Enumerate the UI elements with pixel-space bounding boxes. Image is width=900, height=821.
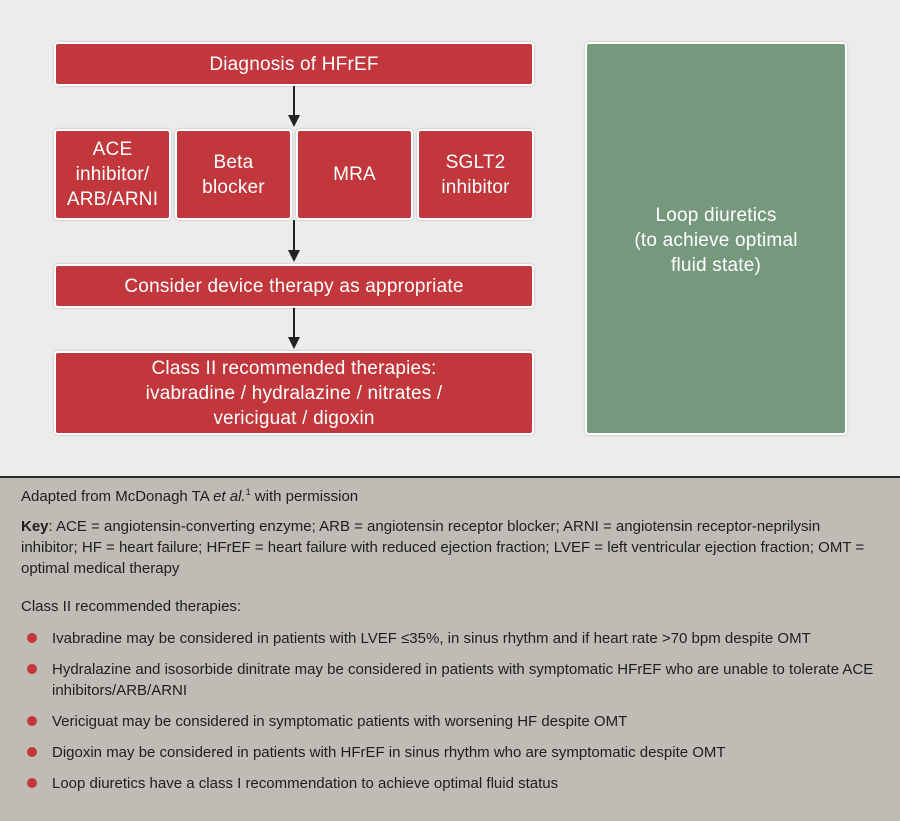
flowchart-diagram: Diagnosis of HFrEF ACE inhibitor/ ARB/AR… — [54, 42, 847, 435]
arrow-device-to-class2-head — [288, 337, 300, 349]
bullet-dot-icon — [27, 633, 37, 643]
class2-heading: Class II recommended therapies: — [21, 598, 242, 615]
source-etal: et al. — [213, 488, 246, 505]
bullet-dot-icon — [27, 778, 37, 788]
mra-box: MRA — [296, 129, 413, 220]
bullet-dot-icon — [27, 664, 37, 674]
list-item: Vericiguat may be considered in symptoma… — [0, 711, 900, 732]
bullet-text: Vericiguat may be considered in symptoma… — [52, 713, 628, 730]
arrow-diagnosis-to-therapies-head — [288, 115, 300, 127]
list-item: Digoxin may be considered in patients wi… — [0, 742, 900, 763]
class2-bullet-list: Ivabradine may be considered in patients… — [0, 628, 900, 804]
device-therapy-box: Consider device therapy as appropriate — [54, 264, 534, 308]
source-suffix: with permission — [250, 488, 359, 505]
list-item: Ivabradine may be considered in patients… — [0, 628, 900, 649]
source-reference: 1 — [245, 487, 251, 497]
key-label: Key — [21, 518, 49, 535]
arrow-therapies-to-device-head — [288, 250, 300, 262]
diagnosis-box: Diagnosis of HFrEF — [54, 42, 534, 86]
abbreviation-key: Key: ACE = angiotensin-converting enzyme… — [21, 516, 881, 579]
bullet-text: Digoxin may be considered in patients wi… — [52, 744, 726, 761]
bullet-text: Hydralazine and isosorbide dinitrate may… — [52, 661, 874, 699]
arrow-device-to-class2-line — [293, 308, 295, 339]
section-divider — [0, 476, 900, 478]
source-prefix: Adapted from McDonagh TA — [21, 488, 214, 505]
list-item: Loop diuretics have a class I recommenda… — [0, 773, 900, 794]
key-definitions: : ACE = angiotensin-converting enzyme; A… — [21, 518, 865, 577]
loop-diuretics-box: Loop diuretics (to achieve optimal fluid… — [585, 42, 847, 435]
bullet-text: Ivabradine may be considered in patients… — [52, 630, 811, 647]
arrow-therapies-to-device-line — [293, 220, 295, 252]
bullet-text: Loop diuretics have a class I recommenda… — [52, 775, 559, 792]
bullet-dot-icon — [27, 747, 37, 757]
ace-inhibitor-box: ACE inhibitor/ ARB/ARNI — [54, 129, 171, 220]
notes-panel: Adapted from McDonagh TA et al.1 with pe… — [0, 478, 900, 821]
arrow-diagnosis-to-therapies-line — [293, 86, 295, 117]
list-item: Hydralazine and isosorbide dinitrate may… — [0, 659, 900, 701]
sglt2-inhibitor-box: SGLT2 inhibitor — [417, 129, 534, 220]
beta-blocker-box: Beta blocker — [175, 129, 292, 220]
class2-therapies-box: Class II recommended therapies: ivabradi… — [54, 351, 534, 435]
source-attribution: Adapted from McDonagh TA et al.1 with pe… — [21, 486, 358, 507]
bullet-dot-icon — [27, 716, 37, 726]
